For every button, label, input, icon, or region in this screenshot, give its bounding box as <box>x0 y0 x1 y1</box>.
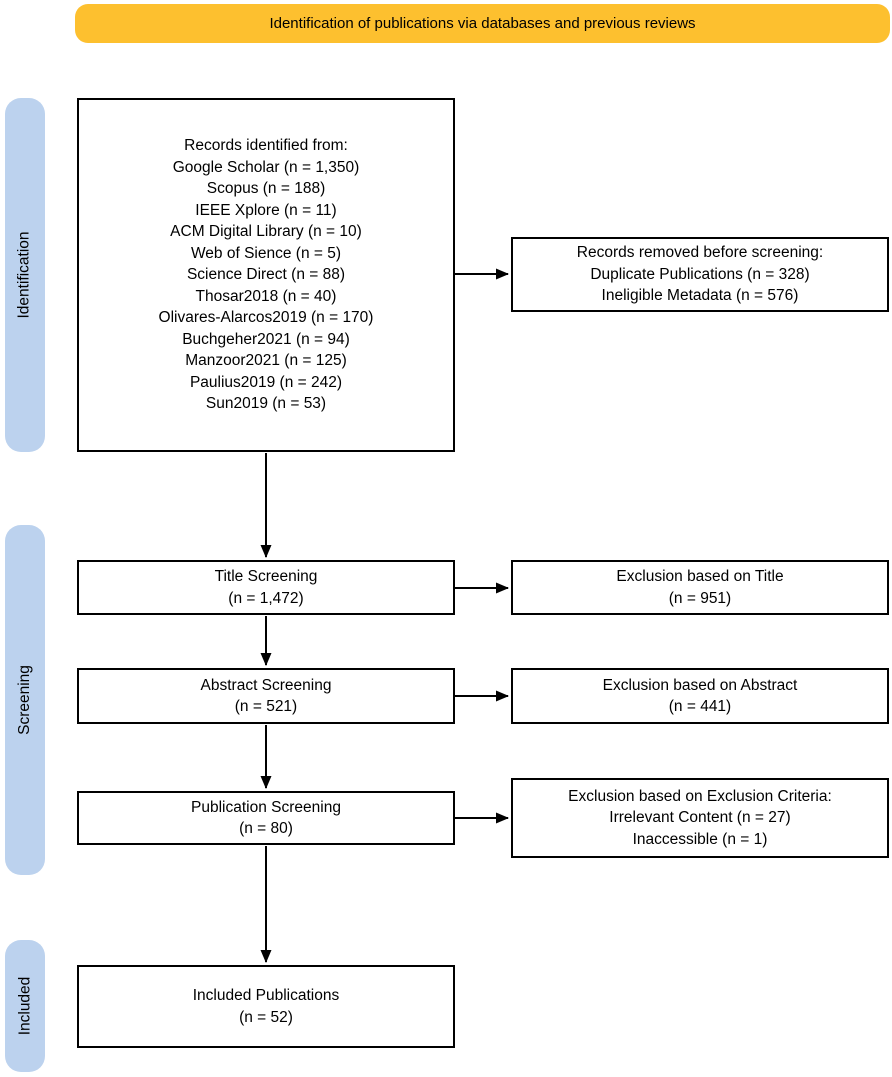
box-title-screening: Title Screening (n = 1,472) <box>77 560 455 615</box>
stage-label-identification-text: Identification <box>16 231 33 319</box>
stage-label-included: Included <box>5 940 45 1072</box>
box-exclusion-based-on-abstract: Exclusion based on Abstract (n = 441) <box>511 668 889 724</box>
stage-label-screening-text: Screening <box>16 665 34 735</box>
box-abstract-screening: Abstract Screening (n = 521) <box>77 668 455 724</box>
stage-label-included-text: Included <box>16 976 34 1036</box>
box-exclusion-based-on-exclusion-criteria: Exclusion based on Exclusion Criteria: I… <box>511 778 889 858</box>
box-included-publications: Included Publications (n = 52) <box>77 965 455 1048</box>
diagram-title-banner: Identification of publications via datab… <box>75 4 890 43</box>
box-publication-screening: Publication Screening (n = 80) <box>77 791 455 845</box>
box-exclusion-based-on-title: Exclusion based on Title (n = 951) <box>511 560 889 615</box>
box-records-identified: Records identified from: Google Scholar … <box>77 98 455 452</box>
diagram-title: Identification of publications via datab… <box>269 15 696 32</box>
box-records-removed-before-screening: Records removed before screening: Duplic… <box>511 237 889 312</box>
stage-label-identification: Identification <box>5 98 45 452</box>
stage-label-screening: Screening <box>5 525 45 875</box>
